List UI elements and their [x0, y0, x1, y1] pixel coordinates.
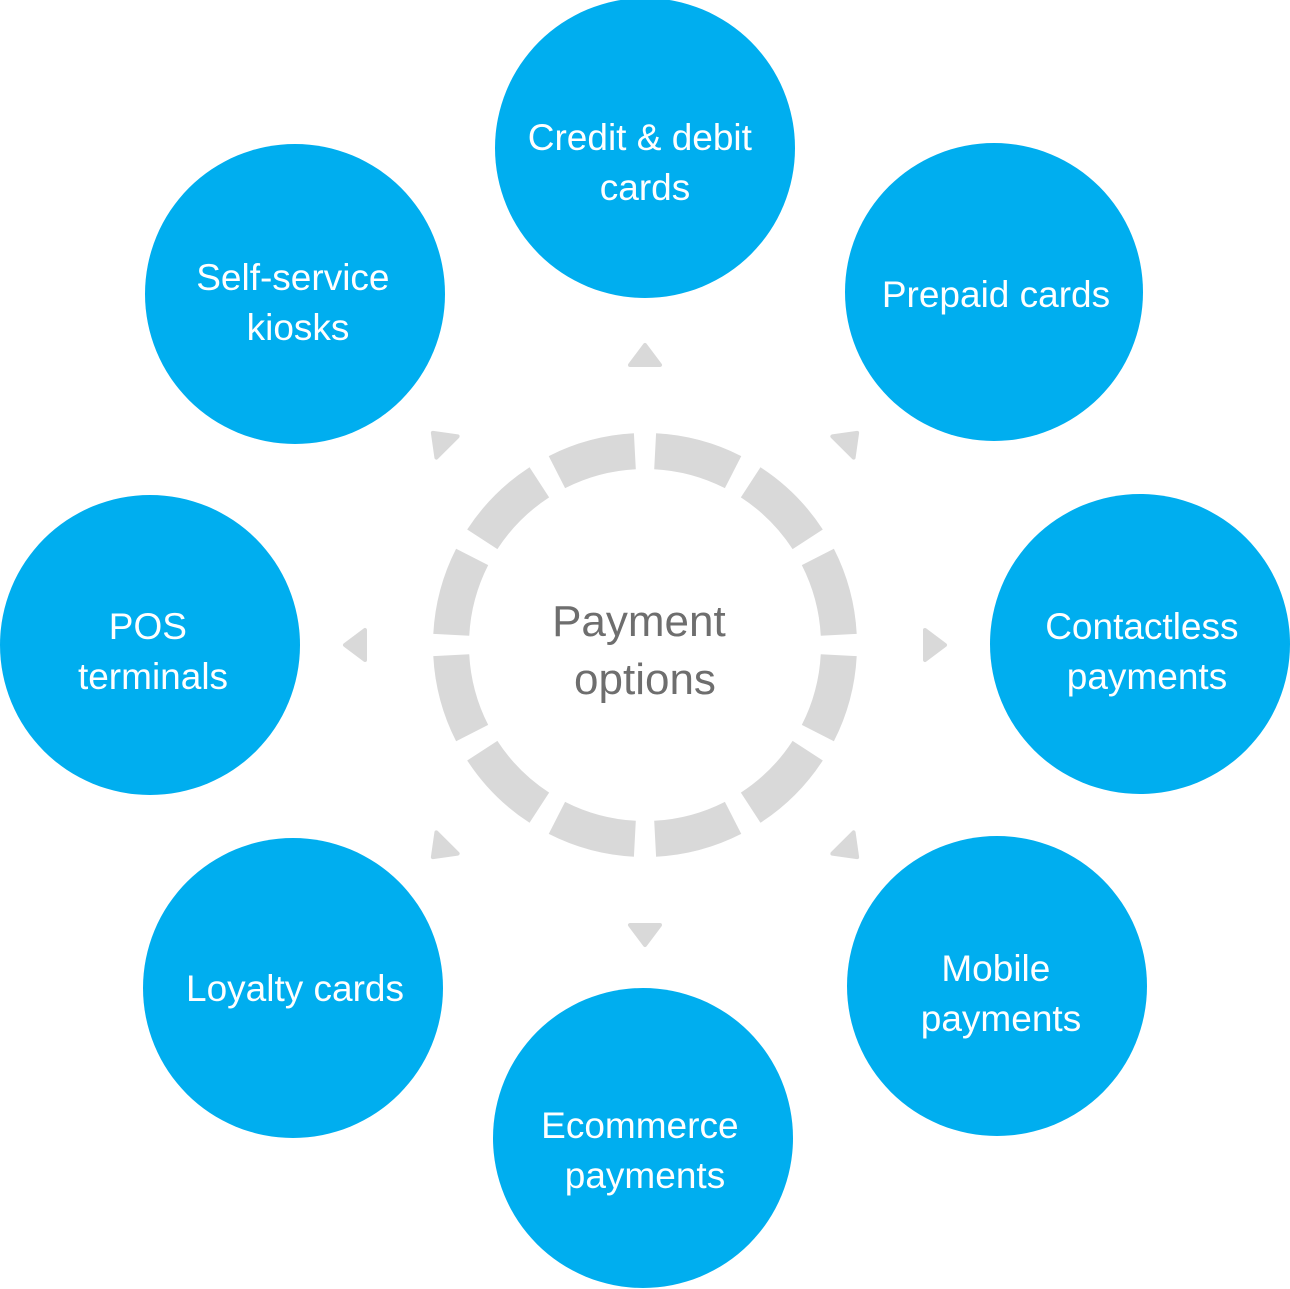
node-label-line: POS [109, 606, 187, 647]
node-loyalty-cards[interactable]: Loyalty cards [143, 838, 443, 1138]
arrow-marker [830, 830, 860, 860]
ring-segment [467, 740, 550, 823]
node-credit-debit-cards[interactable]: Credit & debit cards [495, 0, 795, 298]
node-label: Self-service kiosks [196, 257, 400, 348]
node-label: Prepaid cards [882, 274, 1110, 315]
node-label: Contactless payments [1045, 606, 1249, 697]
node-circle [845, 143, 1143, 441]
node-self-service-kiosks[interactable]: Self-service kiosks [145, 144, 445, 444]
node-circle [847, 836, 1147, 1136]
ring-segment [548, 801, 636, 857]
node-label-line: Mobile [941, 948, 1050, 989]
ring-segment [654, 433, 742, 489]
node-pos-terminals[interactable]: POS terminals [0, 495, 300, 795]
ring-segment [740, 740, 823, 823]
node-label-line: kiosks [247, 307, 350, 348]
node-label-line: Contactless [1045, 606, 1238, 647]
node-circle [145, 144, 445, 444]
node-label-line: Credit & debit [528, 117, 753, 158]
node-circle [493, 988, 793, 1288]
node-label-line: payments [921, 998, 1081, 1039]
node-label-line: payments [565, 1155, 725, 1196]
node-contactless-payments[interactable]: Contactless payments [990, 494, 1290, 794]
node-label-line: Loyalty cards [186, 968, 404, 1009]
node-mobile-payments[interactable]: Mobile payments [847, 836, 1147, 1136]
arrow-marker [430, 430, 460, 460]
ring-segment [433, 654, 489, 742]
node-ecommerce-payments[interactable]: Ecommerce payments [493, 988, 793, 1288]
node-prepaid-cards[interactable]: Prepaid cards [845, 143, 1143, 441]
node-label: POS terminals [78, 606, 228, 697]
node-label: Ecommerce payments [541, 1105, 749, 1196]
arrow-marker [830, 430, 860, 460]
node-circle [990, 494, 1290, 794]
center-label-line: options [574, 655, 716, 704]
node-label: Mobile payments [921, 948, 1081, 1039]
node-label-line: Prepaid cards [882, 274, 1110, 315]
arrow-marker [430, 830, 460, 860]
node-circle [143, 838, 443, 1138]
arrow-markers [343, 343, 947, 947]
arrow-marker [628, 923, 662, 947]
node-label-line: Self-service [196, 257, 389, 298]
node-label-line: cards [600, 167, 690, 208]
node-label-line: terminals [78, 656, 228, 697]
ring-segment [467, 467, 550, 550]
node-label: Credit & debit cards [528, 117, 762, 208]
arrow-marker [923, 628, 947, 662]
node-label-line: Ecommerce [541, 1105, 738, 1146]
ring-segment [801, 654, 857, 742]
center-label: Payment options [552, 597, 738, 704]
ring-segment [740, 467, 823, 550]
center-label-line: Payment [552, 597, 726, 646]
arrow-marker [343, 628, 367, 662]
ring-segment [801, 548, 857, 636]
ring-segment [654, 801, 742, 857]
node-label-line: payments [1067, 656, 1227, 697]
ring-segment [548, 433, 636, 489]
node-label: Loyalty cards [186, 968, 404, 1009]
node-circle [495, 0, 795, 298]
arrow-marker [628, 343, 662, 367]
center-ring [433, 433, 857, 857]
ring-segment [433, 548, 489, 636]
node-circle [0, 495, 300, 795]
